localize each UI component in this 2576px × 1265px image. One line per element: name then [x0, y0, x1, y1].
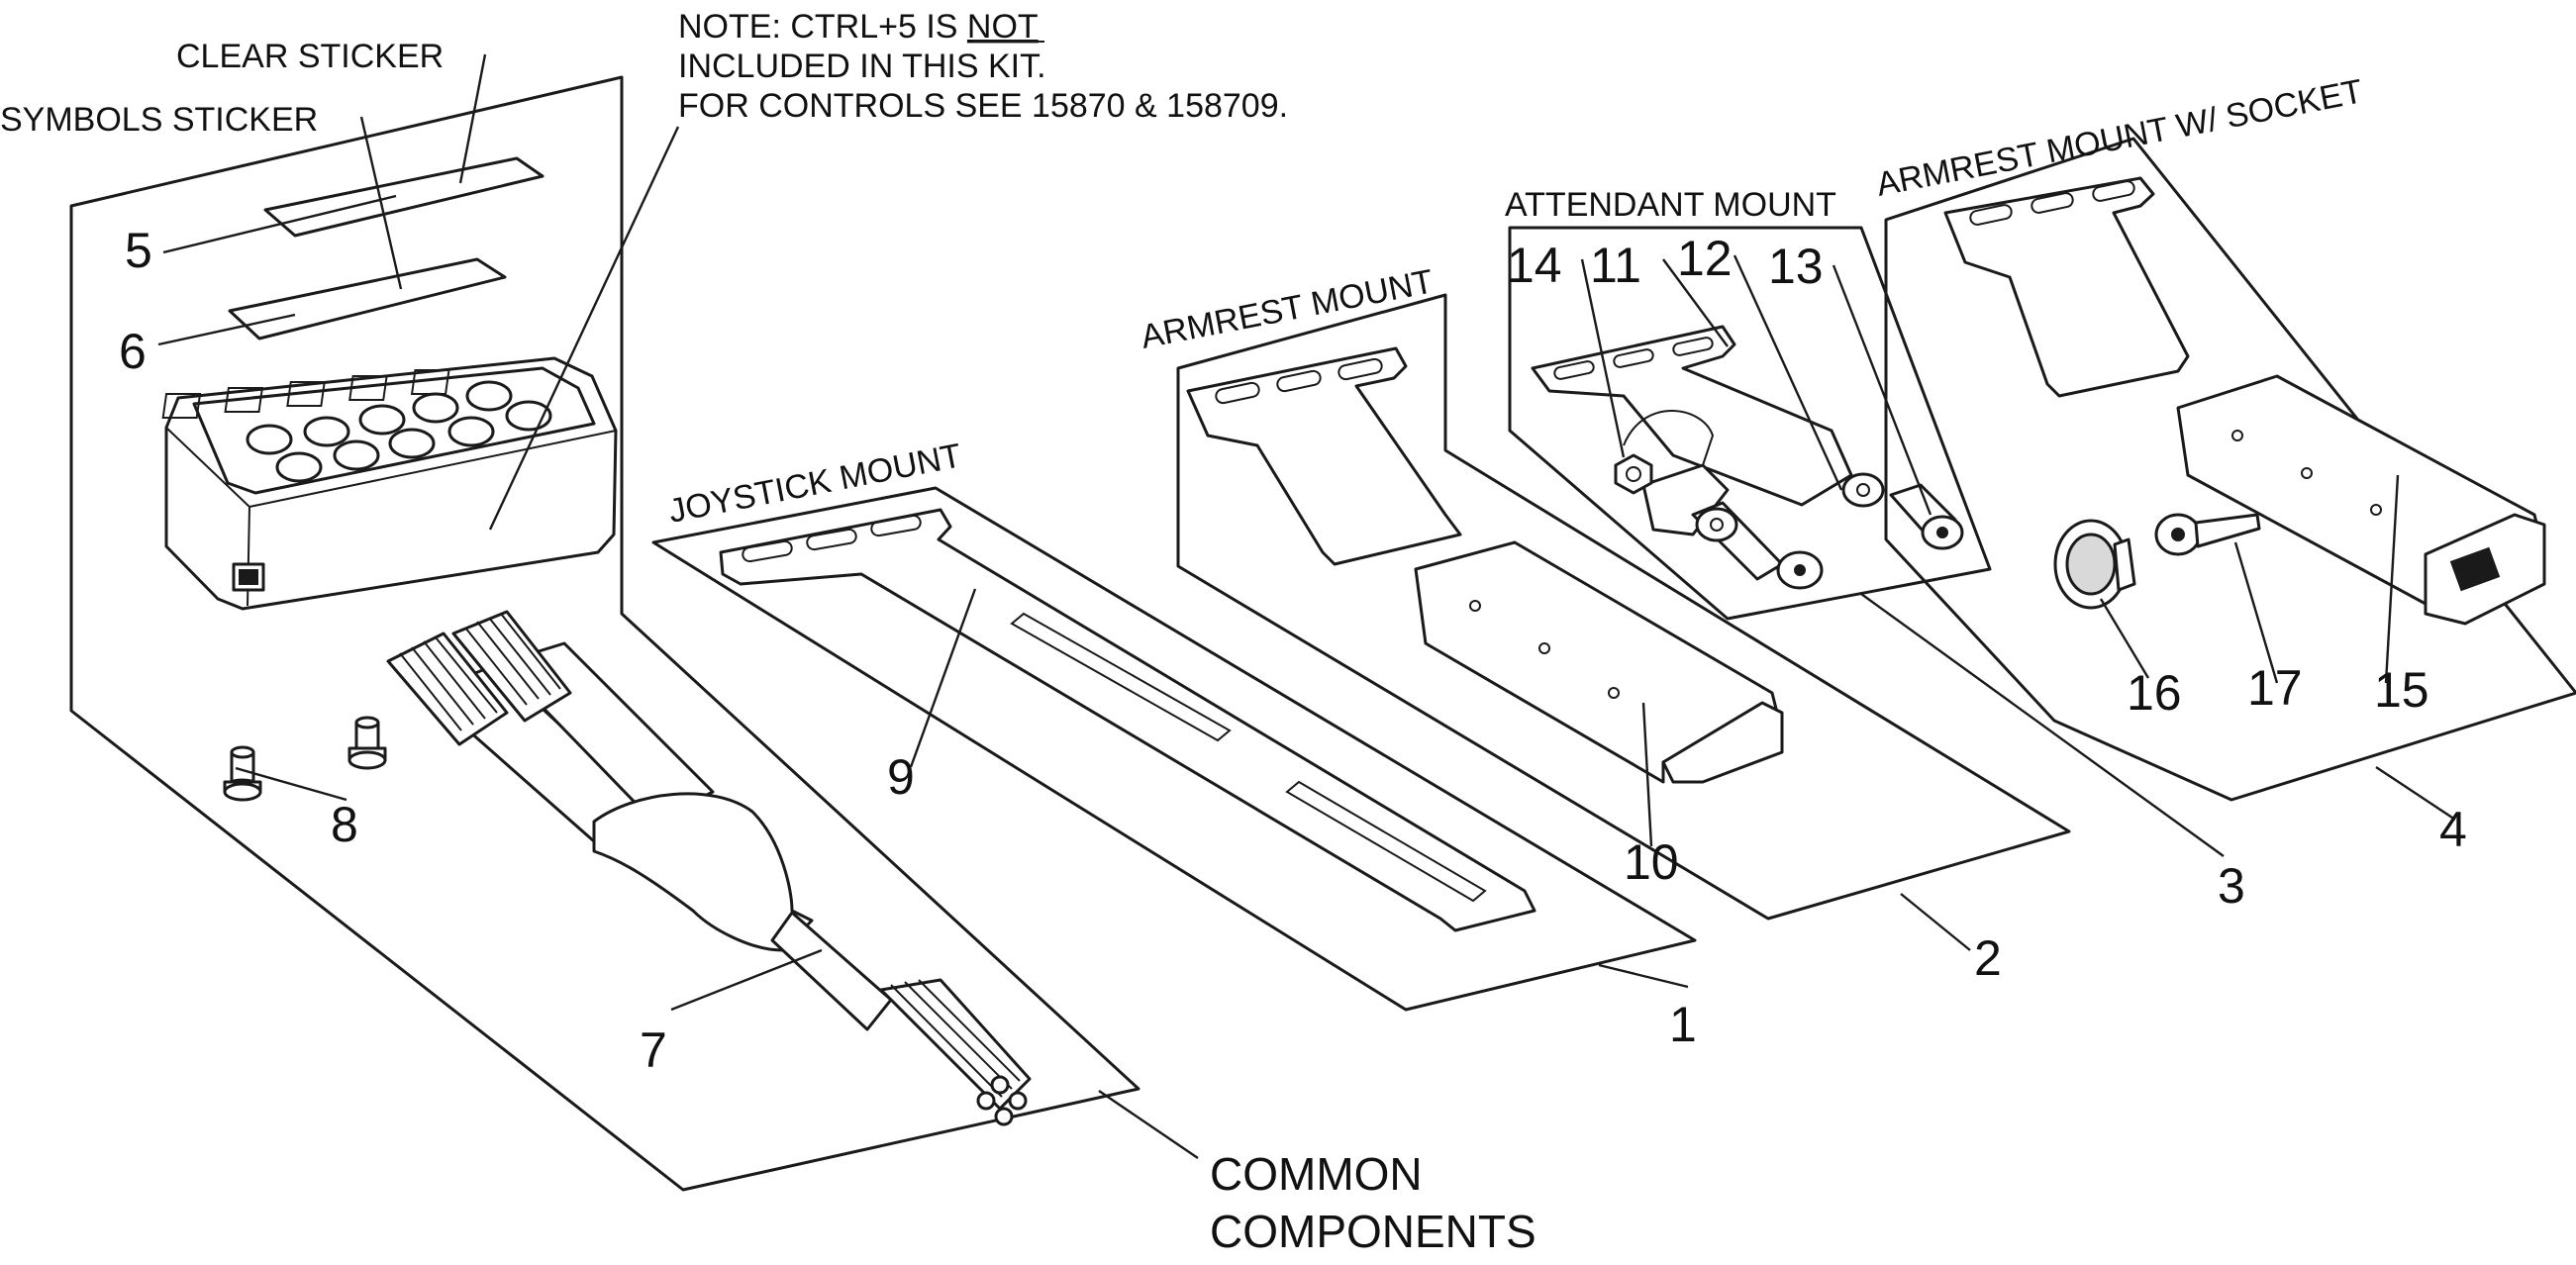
callout-1: 1 [1669, 997, 1697, 1052]
knob-part-16 [2053, 519, 2136, 610]
note-line-3: FOR CONTROLS SEE 15870 & 158709. [678, 87, 1288, 125]
connector-left [386, 632, 509, 746]
armrest-socket-mount-panel [1884, 137, 2576, 802]
note-emphasis: NOT [967, 8, 1039, 46]
note-line-1: NOTE: CTRL+5 IS NOT [678, 8, 1039, 46]
callout-16: 16 [2127, 665, 2182, 721]
note-line-2: INCLUDED IN THIS KIT. [678, 48, 1046, 85]
armrest-mount-bracket-part [1186, 346, 1784, 784]
callout-4: 4 [2439, 802, 2467, 857]
keypad-buttons [246, 380, 552, 483]
screw-part-8 [223, 716, 387, 802]
callout-11: 11 [1590, 238, 1641, 293]
callout-7: 7 [640, 1022, 667, 1078]
callout-6: 6 [119, 324, 147, 379]
attendant-mount-bracket-part [1531, 325, 1964, 590]
callout-17: 17 [2247, 660, 2303, 716]
callout-12: 12 [1677, 231, 1733, 286]
common-components-panel [69, 75, 1140, 1192]
connector-bottom [879, 978, 1032, 1126]
symbols-sticker-label: SYMBOLS STICKER [0, 101, 318, 139]
screw-part-17 [2154, 513, 2261, 556]
y-cable-part [386, 610, 1032, 1126]
callout-13: 13 [1768, 239, 1824, 294]
attendant-mount-label: ATTENDANT MOUNT [1505, 186, 1836, 224]
callout-10: 10 [1624, 834, 1679, 890]
callout-3: 3 [2218, 858, 2245, 914]
connector-right [451, 610, 572, 723]
common-components-line-2: COMPONENTS [1210, 1206, 1536, 1257]
nut-part-14 [1614, 453, 1653, 495]
clear-sticker-part [263, 156, 545, 238]
callout-numbers: 5 6 8 7 9 10 1 2 3 4 14 11 12 13 16 17 1… [119, 223, 2467, 1078]
callout-15: 15 [2374, 662, 2429, 718]
joystick-mount-plate-part [719, 508, 1536, 932]
control-keypad-part [161, 356, 618, 611]
callout-5: 5 [125, 223, 152, 278]
clear-sticker-label: CLEAR STICKER [176, 38, 444, 75]
keypad-label-windows [161, 369, 450, 419]
bolt-part-13 [1841, 472, 1964, 550]
joystick-mount-panel [651, 486, 1697, 1012]
attendant-mount-panel [1508, 226, 1992, 621]
washer-part-12 [1695, 507, 1738, 542]
leader-lines [157, 53, 2456, 1159]
callout-2: 2 [1974, 930, 2002, 986]
callout-9: 9 [887, 749, 915, 805]
armrest-mount-panel [1176, 293, 2071, 921]
common-components-line-1: COMMON [1210, 1148, 1423, 1200]
note-line-1-prefix: NOTE: CTRL+5 IS [678, 8, 967, 46]
callout-8: 8 [331, 797, 358, 852]
symbols-sticker-part [228, 257, 507, 341]
callout-14: 14 [1507, 238, 1562, 293]
armrest-socket-bracket-part [1943, 176, 2546, 626]
